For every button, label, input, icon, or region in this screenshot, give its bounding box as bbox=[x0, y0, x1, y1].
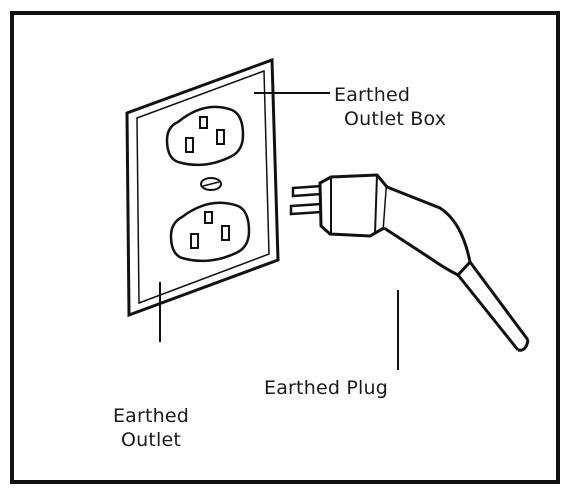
lower-receptacle bbox=[169, 201, 251, 263]
upper-right-slot bbox=[216, 129, 225, 145]
earthed-outlet-label: Earthed Outlet bbox=[96, 404, 206, 452]
upper-left-slot bbox=[185, 137, 194, 153]
lower-ground-slot bbox=[204, 211, 213, 224]
upper-ground-slot bbox=[199, 116, 208, 129]
lower-left-slot bbox=[190, 233, 199, 249]
plug-label-text: Earthed Plug bbox=[264, 377, 388, 399]
earthed-plug-label: Earthed Plug bbox=[264, 376, 388, 400]
upper-receptacle bbox=[165, 105, 245, 167]
outlet-box-label-line1: Earthed bbox=[334, 84, 411, 106]
outlet-label-line1: Earthed bbox=[112, 405, 190, 427]
mounting-screw bbox=[200, 177, 222, 191]
earthed-outlet-box-label: Earthed Outlet Box bbox=[334, 83, 446, 131]
plug-cable bbox=[456, 261, 530, 352]
outlet-label-line2: Outlet bbox=[120, 429, 182, 451]
lower-right-slot bbox=[221, 225, 230, 241]
diagram-frame bbox=[10, 11, 560, 484]
outlet-box-label-line2: Outlet Box bbox=[344, 108, 447, 130]
